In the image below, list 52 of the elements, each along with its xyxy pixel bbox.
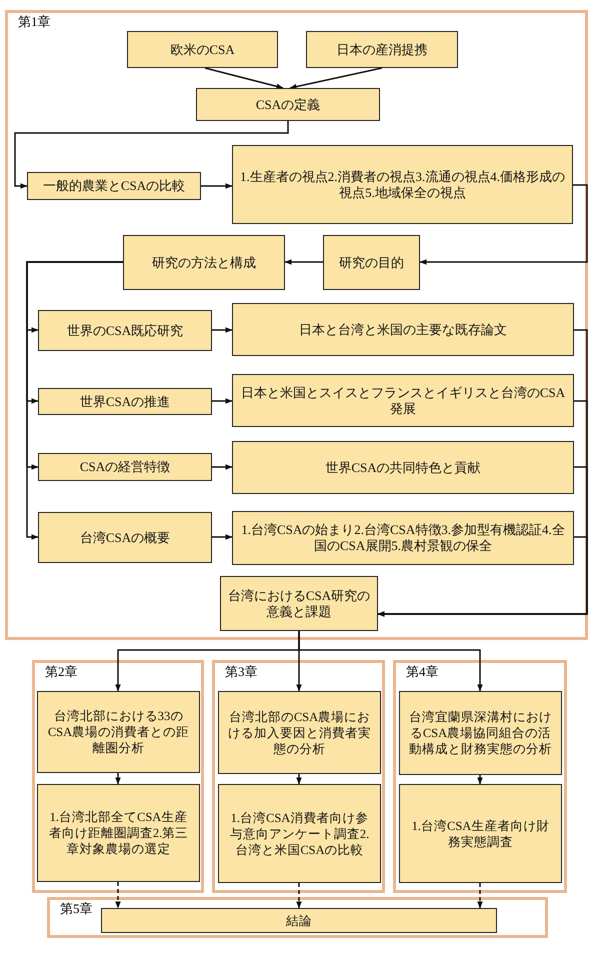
arrow [284, 259, 323, 265]
chapter-frame [47, 897, 548, 938]
process-box: 台湾北部のCSA農場における加入要因と消費者実態の分析 [218, 691, 381, 774]
chapter-frame [5, 10, 588, 640]
process-box: CSAの経営特徴 [38, 453, 212, 481]
process-box: CSAの定義 [196, 88, 380, 121]
arrow [420, 184, 588, 265]
arrow [204, 67, 284, 90]
arrow [201, 183, 232, 189]
process-box: 1.台湾CSA生産者向け財務実態調査 [399, 784, 562, 883]
arrow [212, 464, 232, 470]
process-box: 1.生産者の視点2.消費者の視点3.流通の視点4.価格形成の視点5.地域保全の視点 [232, 145, 573, 224]
chapter-frame [32, 660, 204, 893]
process-box: 日本と米国とスイスとフランスとイギリスと台湾のCSA発展 [232, 374, 574, 427]
process-box: 日本と台湾と米国の主要な既存論文 [232, 303, 574, 356]
arrow [212, 327, 232, 333]
process-box: 台湾北部における33のCSA農場の消費者との距離圏分析 [37, 691, 200, 773]
process-box: 世界CSAの推進 [38, 388, 212, 415]
chapter-label: 第4章 [406, 664, 438, 680]
arrow [26, 261, 123, 540]
process-box: 世界のCSA既応研究 [38, 310, 212, 351]
arrow [296, 774, 302, 784]
process-box: 結論 [101, 908, 497, 933]
arrow [115, 882, 121, 908]
process-box: 世界CSAの共同特色と貢献 [232, 441, 574, 494]
arrow [212, 398, 232, 404]
chapter-frame [212, 660, 385, 893]
arrow [378, 536, 588, 617]
arrow [298, 631, 483, 692]
chapter-label: 第2章 [45, 664, 78, 680]
arrow [115, 773, 121, 784]
arrow [14, 121, 289, 189]
arrow [212, 534, 232, 540]
process-box: 研究の方法と構成 [123, 235, 285, 290]
arrow [296, 883, 302, 908]
arrow [477, 775, 483, 784]
process-box: 1.台湾CSA消費者向け参与意向アンケート調査2.台湾と米国CSAの比較 [218, 784, 381, 883]
chapter-label: 第5章 [60, 901, 92, 917]
chapter-frame [393, 660, 567, 893]
process-box: 1.台湾北部全てCSA生産者向け距離圏調査2.第三章対象農場の選定 [37, 784, 200, 882]
chapter-label: 第1章 [18, 14, 50, 30]
arrow [477, 883, 483, 908]
process-box: 欧米のCSA [127, 31, 278, 68]
process-box: 台湾CSAの概要 [38, 512, 212, 563]
process-box: 研究の目的 [323, 235, 420, 290]
process-box: 台湾宜蘭県深溝村におけるCSA農場協同組合の活動構成と財務実態の分析 [399, 691, 562, 775]
process-box: 台湾におけるCSA研究の意義と課題 [220, 576, 378, 631]
process-box: 一般的農業とCSAの比較 [27, 172, 201, 200]
arrow [290, 67, 382, 90]
process-box: 日本の産消提携 [306, 31, 458, 68]
process-box: 1.台湾CSAの始まり2.台湾CSA特徴3.参加型有機認証4.全国のCSA展開5.農村景観の保全 [232, 511, 574, 565]
chapter-label: 第3章 [225, 664, 258, 680]
